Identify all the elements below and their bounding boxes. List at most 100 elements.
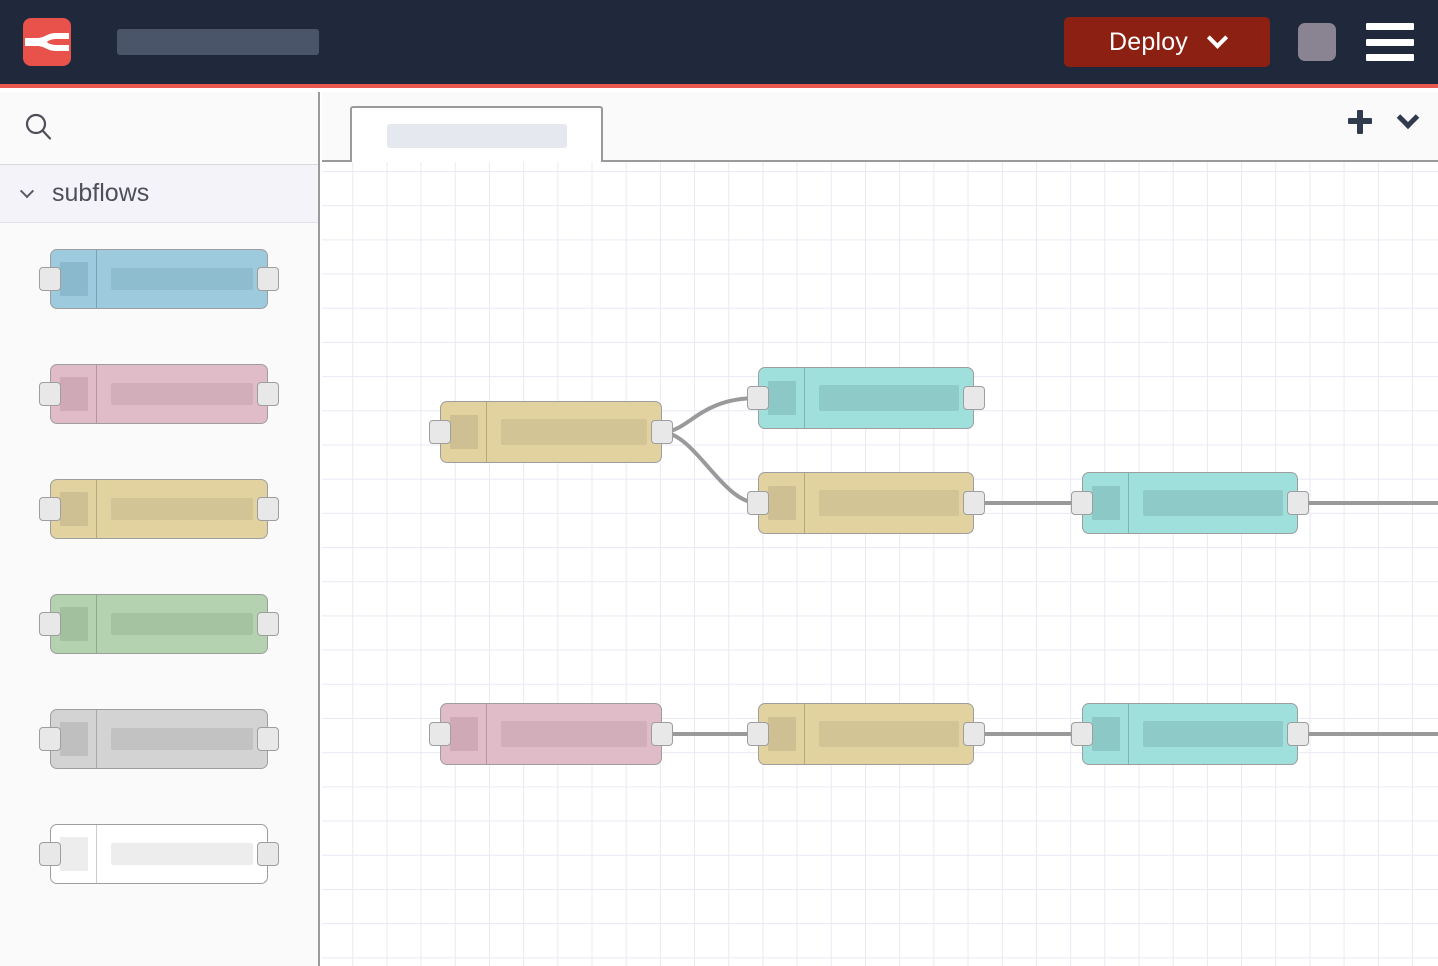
hamburger-menu-icon[interactable] [1366, 23, 1414, 61]
node-input-port[interactable] [429, 420, 451, 444]
node-label [111, 498, 253, 520]
node-type-icon [59, 492, 88, 526]
node-label [501, 419, 647, 445]
node-label [819, 721, 959, 747]
node-input-port[interactable] [39, 382, 61, 406]
node-output-port[interactable] [257, 612, 279, 636]
node-output-port[interactable] [963, 722, 985, 746]
avatar[interactable] [1298, 23, 1336, 61]
deploy-button[interactable]: Deploy [1064, 17, 1270, 67]
node-type-icon [449, 415, 478, 449]
node-red-logo-icon[interactable] [23, 18, 71, 66]
node-label [111, 613, 253, 635]
node-label-cell [97, 365, 267, 423]
flow-node-cyan-3[interactable] [1071, 703, 1309, 765]
node-icon-cell [51, 250, 97, 308]
node-input-port[interactable] [39, 497, 61, 521]
palette-node-2[interactable] [39, 364, 279, 424]
node-label-cell [97, 595, 267, 653]
flow-node-mid-yellow[interactable] [747, 472, 985, 534]
node-output-port[interactable] [963, 386, 985, 410]
flow-node-pink[interactable] [429, 703, 673, 765]
node-icon-cell [51, 365, 97, 423]
chevron-down-icon [1206, 27, 1229, 49]
node-type-icon [449, 717, 478, 751]
node-input-port[interactable] [429, 722, 451, 746]
node-icon-cell [441, 402, 487, 462]
palette-search-bar[interactable] [0, 92, 318, 165]
node-type-icon [767, 381, 796, 415]
node-input-port[interactable] [39, 727, 61, 751]
palette-node-5[interactable] [39, 709, 279, 769]
node-type-icon [1091, 717, 1120, 751]
flow-canvas[interactable] [322, 162, 1438, 966]
node-input-port[interactable] [747, 722, 769, 746]
node-type-icon [767, 717, 796, 751]
node-label-cell [805, 368, 973, 428]
tab-flow-1[interactable] [350, 106, 603, 164]
node-input-port[interactable] [39, 842, 61, 866]
flow-node-inject[interactable] [429, 401, 673, 463]
node-label [819, 490, 959, 516]
node-output-port[interactable] [651, 722, 673, 746]
node-output-port[interactable] [651, 420, 673, 444]
flow-tab-bar [322, 92, 1438, 164]
flow-node-yellow-2[interactable] [747, 703, 985, 765]
node-label-cell [487, 704, 661, 764]
flow-node-cyan-right[interactable] [1071, 472, 1309, 534]
node-icon-cell [759, 704, 805, 764]
node-label [111, 728, 253, 750]
node-label [1143, 721, 1283, 747]
node-input-port[interactable] [39, 612, 61, 636]
node-output-port[interactable] [257, 497, 279, 521]
wire-n1-n2[interactable] [660, 396, 760, 434]
node-output-port[interactable] [257, 382, 279, 406]
node-icon-cell [51, 710, 97, 768]
node-output-port[interactable] [257, 842, 279, 866]
tab-label-placeholder [386, 124, 567, 148]
node-icon-cell [759, 473, 805, 533]
node-icon-cell [1083, 473, 1129, 533]
flow-node-cyan-top[interactable] [747, 367, 985, 429]
palette-node-4[interactable] [39, 594, 279, 654]
node-label [111, 843, 253, 865]
node-icon-cell [51, 595, 97, 653]
node-type-icon [1091, 486, 1120, 520]
node-label [111, 383, 253, 405]
node-output-port[interactable] [963, 491, 985, 515]
chevron-down-icon [19, 183, 35, 198]
node-type-icon [767, 486, 796, 520]
node-output-port[interactable] [1287, 722, 1309, 746]
palette-sidebar: subflows [0, 92, 320, 966]
node-type-icon [59, 377, 88, 411]
search-icon [22, 111, 56, 145]
header-actions: Deploy [1064, 17, 1414, 67]
palette-node-6[interactable] [39, 824, 279, 884]
node-input-port[interactable] [1071, 722, 1093, 746]
palette-node-3[interactable] [39, 479, 279, 539]
node-label [1143, 490, 1283, 516]
plus-icon[interactable] [1348, 110, 1372, 134]
node-label-cell [97, 250, 267, 308]
node-label-cell [805, 704, 973, 764]
palette-category-subflows[interactable]: subflows [0, 165, 318, 223]
node-icon-cell [51, 825, 97, 883]
workspace-area [322, 92, 1438, 966]
node-input-port[interactable] [747, 491, 769, 515]
node-input-port[interactable] [747, 386, 769, 410]
chevron-down-icon[interactable] [1396, 106, 1420, 130]
node-output-port[interactable] [1287, 491, 1309, 515]
node-icon-cell [1083, 704, 1129, 764]
node-type-icon [59, 262, 88, 296]
node-output-port[interactable] [257, 727, 279, 751]
node-label-cell [1129, 704, 1297, 764]
node-label-cell [97, 710, 267, 768]
node-input-port[interactable] [39, 267, 61, 291]
node-input-port[interactable] [1071, 491, 1093, 515]
node-label-cell [97, 480, 267, 538]
node-label [111, 268, 253, 290]
wire-layer [660, 396, 1438, 736]
palette-node-1[interactable] [39, 249, 279, 309]
node-output-port[interactable] [257, 267, 279, 291]
wire-n1-n3[interactable] [660, 430, 760, 505]
